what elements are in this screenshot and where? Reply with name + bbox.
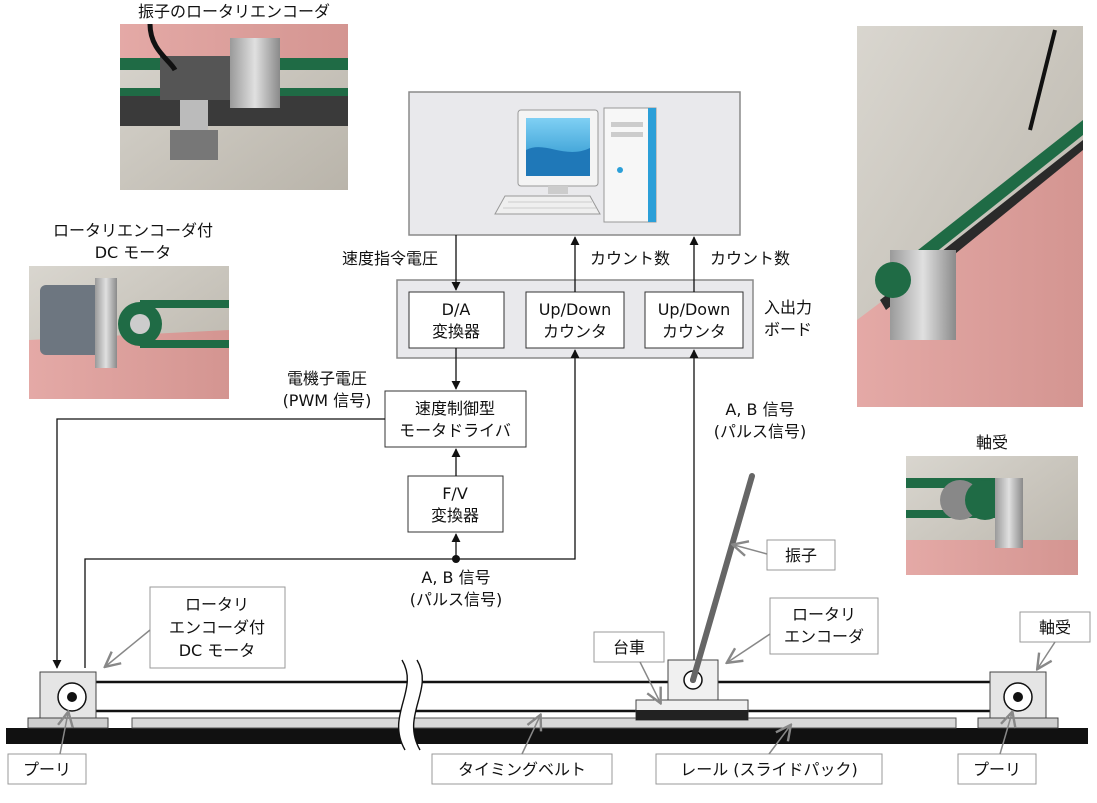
io-board-label-line1: 入出力	[764, 298, 812, 317]
callout-pulley-left-pointer	[60, 713, 68, 755]
armature-voltage-label-line2: (PWM 信号)	[283, 391, 372, 410]
io-board-label-line2: ボード	[764, 320, 812, 339]
callout-rail	[655, 753, 883, 785]
callout-belt-pointer	[521, 716, 540, 755]
photo-caption-bearing: 軸受	[976, 433, 1008, 452]
count-label-1: カウント数	[590, 249, 670, 268]
ab-signal-lower-line1: A, B 信号	[421, 568, 490, 587]
callout-motor-pointer	[106, 629, 151, 666]
break-mark	[398, 659, 423, 751]
fv-converter-line2: 変換器	[431, 506, 479, 525]
callout-rail-pointer	[768, 726, 790, 755]
wire-driver-to-motor	[52, 418, 385, 669]
callout-timing-belt-text: タイミングベルト	[458, 760, 586, 779]
callout-motor	[149, 586, 286, 669]
photo-caption-motor-line2: DC モータ	[95, 243, 172, 262]
callout-motor-line3: DC モータ	[179, 641, 256, 660]
ab-signal-lower-line2: (パルス信号)	[410, 590, 503, 609]
callout-bearing-pointer	[1038, 641, 1056, 668]
callout-pendulum	[766, 539, 836, 571]
count-label-2: カウント数	[710, 249, 790, 268]
callout-pendulum-text: 振子	[785, 546, 817, 565]
callout-rotary-encoder-line1: ロータリ	[792, 605, 856, 624]
keyboard-icon	[494, 195, 601, 215]
updown-counter-2-line2: カウンタ	[662, 322, 726, 341]
photo-caption-pendulum-encoder: 振子のロータリエンコーダ	[138, 2, 330, 21]
updown-counter-1-line2: カウンタ	[543, 322, 607, 341]
motor-driver-block	[384, 390, 527, 448]
callout-pulley-right-text: プーリ	[973, 760, 1021, 779]
callout-rotary-encoder-line2: エンコーダ	[784, 627, 864, 646]
callout-rotary-encoder	[769, 597, 879, 655]
callout-bearing	[1019, 611, 1091, 643]
photo-bearing-small	[906, 456, 1078, 575]
motor-driver-line1: 速度制御型	[415, 399, 495, 418]
callout-motor-line1: ロータリ	[185, 595, 249, 614]
pc-box	[408, 91, 741, 236]
callout-motor-line2: エンコーダ付	[169, 618, 265, 637]
wire-motor-encoder-to-counter1	[84, 349, 580, 668]
callout-pulley-left	[7, 753, 87, 785]
callout-cart-pointer	[639, 661, 660, 702]
slide-rail	[131, 717, 957, 729]
callout-pendulum-pointer	[734, 545, 768, 554]
da-converter-line1: D/A	[442, 300, 471, 319]
photo-caption-motor-line1: ロータリエンコーダ付	[53, 221, 213, 240]
base-rail	[6, 728, 1088, 744]
photo-motor	[29, 266, 229, 399]
signal-junction-dot	[452, 555, 460, 563]
fv-converter-line1: F/V	[442, 484, 468, 503]
da-converter-line2: 変換器	[432, 322, 480, 341]
cart	[635, 659, 749, 721]
right-pulley	[977, 671, 1059, 729]
speed-command-voltage-label: 速度指令電圧	[342, 249, 438, 268]
callout-encoder-pointer	[728, 633, 771, 662]
photo-pendulum-encoder	[120, 23, 348, 190]
motor-driver-line2: モータドライバ	[399, 421, 511, 440]
callout-bearing-text: 軸受	[1039, 618, 1071, 637]
left-pulley	[27, 671, 109, 729]
callout-cart	[593, 631, 665, 663]
callout-rail-text: レール (スライドパック)	[680, 760, 858, 779]
ab-signal-upper-line1: A, B 信号	[725, 400, 794, 419]
pendulum-rod	[690, 473, 755, 683]
photo-bearing-large	[857, 26, 1083, 407]
updown-counter-2-block	[644, 291, 744, 349]
updown-counter-1-block	[525, 291, 625, 349]
updown-counter-1-line1: Up/Down	[539, 300, 612, 319]
ab-signal-upper-line2: (パルス信号)	[714, 422, 807, 441]
callout-pulley-right-pointer	[999, 713, 1012, 755]
callout-timing-belt	[431, 753, 613, 785]
updown-counter-2-line1: Up/Down	[658, 300, 731, 319]
callout-pulley-left-text: プーリ	[23, 760, 71, 779]
callout-pulley-right	[957, 753, 1037, 785]
armature-voltage-label-line1: 電機子電圧	[287, 369, 367, 388]
callout-cart-text: 台車	[613, 638, 645, 657]
da-converter-block	[408, 291, 505, 349]
